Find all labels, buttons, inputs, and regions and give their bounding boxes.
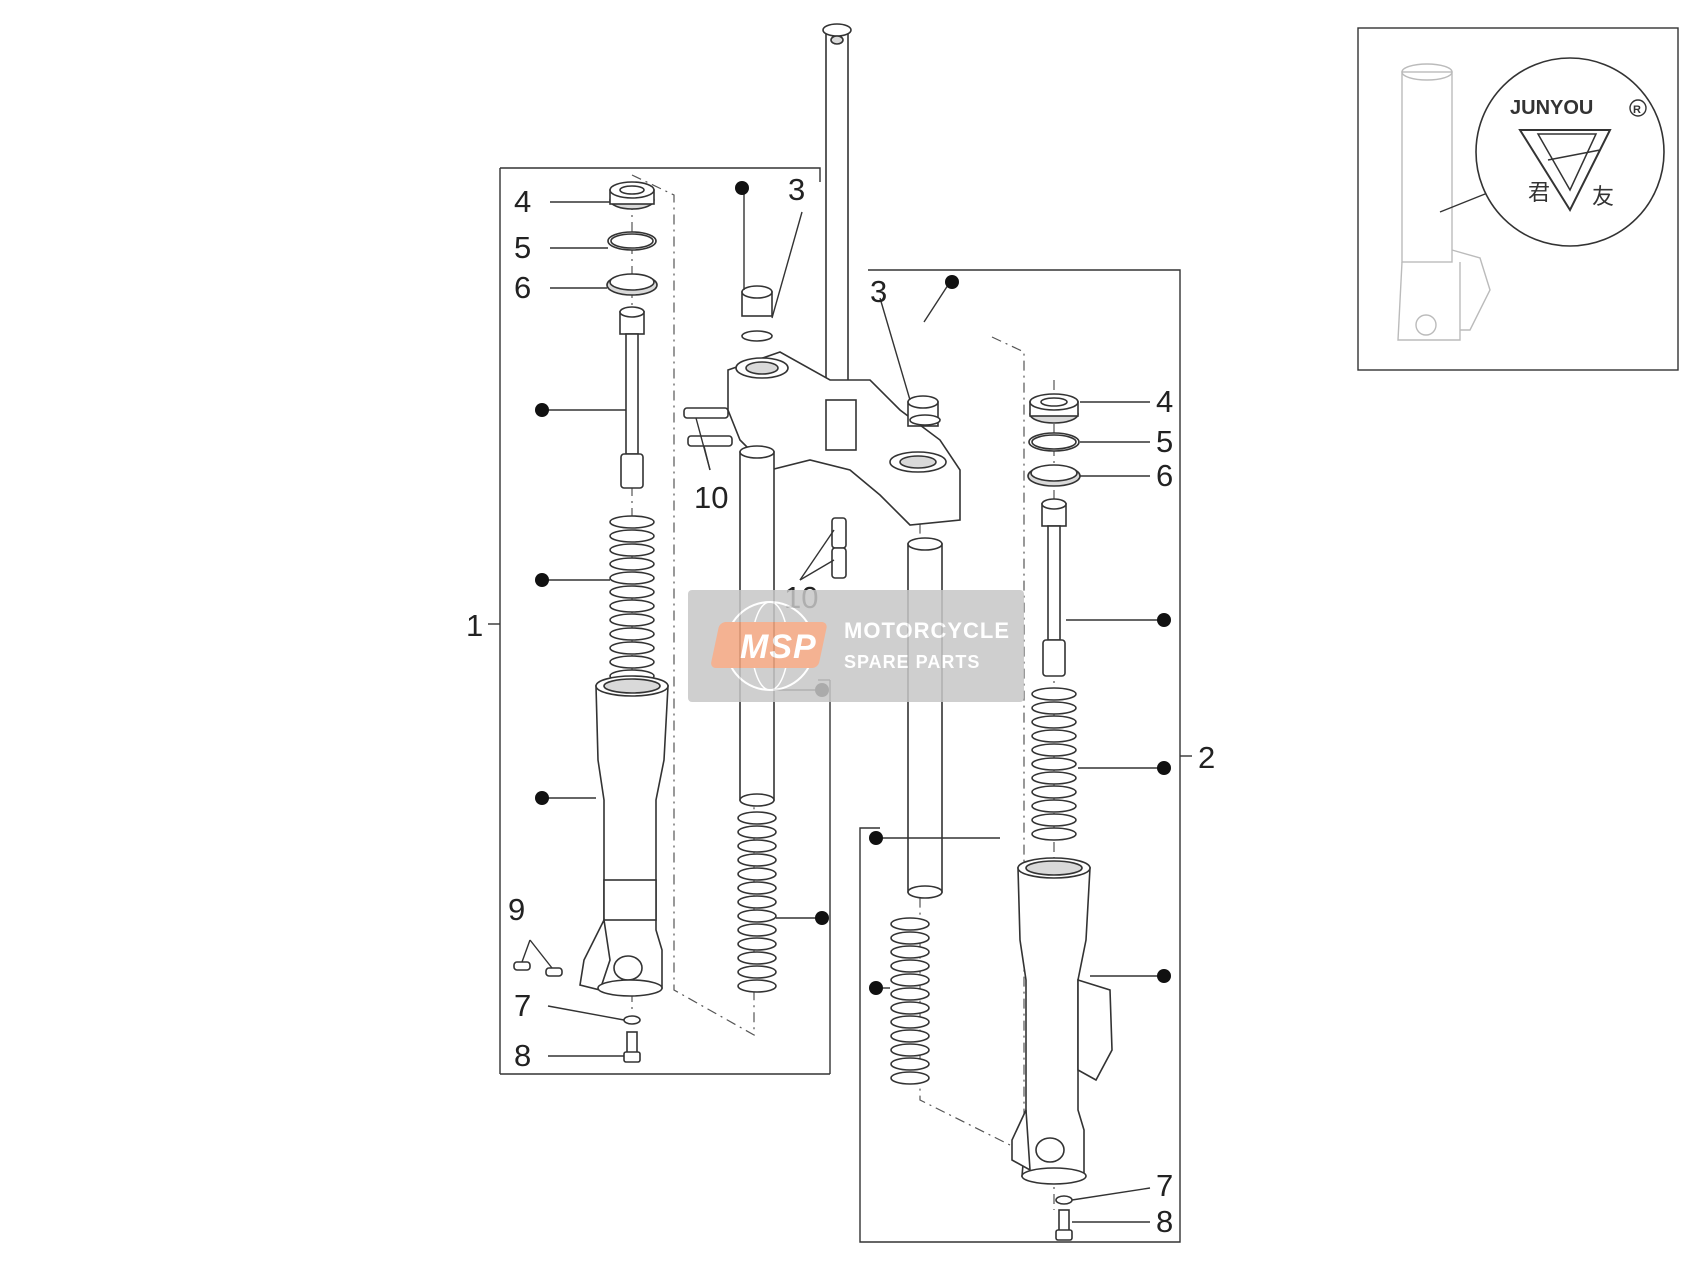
label-9: 9	[508, 892, 525, 927]
label-4-right: 4	[1156, 384, 1173, 419]
dot-marker	[815, 911, 829, 925]
label-3-right: 3	[870, 274, 887, 309]
label-8-right: 8	[1156, 1204, 1173, 1239]
inset-brand: JUNYOU	[1510, 97, 1593, 119]
inset-registered: R	[1633, 104, 1641, 116]
dot-marker	[1157, 761, 1171, 775]
label-10-upper: 10	[694, 480, 728, 515]
right-fork-parts	[1011, 393, 1113, 1241]
part-labels: 1 4 5 6 9 7 8 3 3 10 10 4 5 6 2 7 8	[466, 172, 1215, 1239]
watermark-line1: MOTORCYCLE	[844, 618, 1010, 643]
dot-marker	[535, 573, 549, 587]
watermark-line2: SPARE PARTS	[844, 652, 980, 672]
dot-marker	[1157, 969, 1171, 983]
brand-inset: JUNYOU R 君 友	[1357, 27, 1679, 371]
dot-marker	[735, 181, 749, 195]
dot-marker	[535, 791, 549, 805]
dot-marker	[869, 981, 883, 995]
reference-dots	[535, 181, 1171, 995]
label-1: 1	[466, 608, 483, 643]
dot-marker	[535, 403, 549, 417]
label-4-left: 4	[514, 184, 531, 219]
label-6-right: 6	[1156, 458, 1173, 493]
inset-cjk-a: 君	[1528, 181, 1550, 206]
steering-stem	[683, 23, 961, 579]
leader-lines	[521, 188, 1160, 1223]
dot-marker	[869, 831, 883, 845]
label-3-top: 3	[788, 172, 805, 207]
label-2: 2	[1198, 740, 1215, 775]
label-6-left: 6	[514, 270, 531, 305]
left-assembly-frame	[488, 167, 831, 1075]
label-5-right: 5	[1156, 424, 1173, 459]
dot-marker	[945, 275, 959, 289]
label-7-left: 7	[514, 988, 531, 1023]
label-7-right: 7	[1156, 1168, 1173, 1203]
watermark: MSP MOTORCYCLE SPARE PARTS	[688, 590, 1024, 702]
label-8-left: 8	[514, 1038, 531, 1073]
inset-cjk-b: 友	[1592, 185, 1614, 210]
right-assembly-frame	[859, 269, 1192, 1243]
watermark-logo: MSP	[740, 628, 817, 666]
middle-springs	[737, 811, 930, 1085]
left-fork-parts	[513, 181, 669, 1063]
dot-marker	[1157, 613, 1171, 627]
label-5-left: 5	[514, 230, 531, 265]
